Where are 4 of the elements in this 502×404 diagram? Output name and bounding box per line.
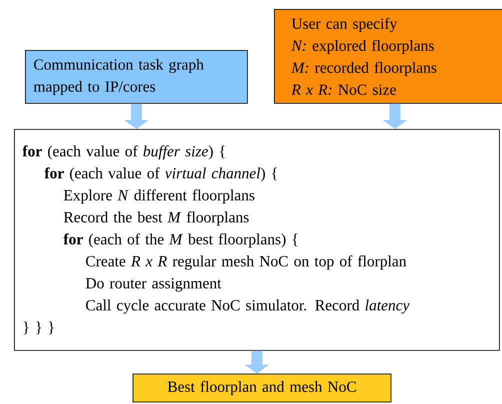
parameter-box: User can specify N: explored floorplans M: recorded floorplans R x R: NoC size xyxy=(274,9,502,104)
input-box: Communication task graph mapped to IP/cores xyxy=(25,50,248,104)
pseudocode-box: for (each value of buffer size) { for (each value of virtual channel) { Explore N different floorplans Record the best M floorplans for (each of the M best floorplans) { Create R x R regular mesh NoC on top of florplan Do router assignment Call cycle accurate NoC simulator. Record latency } } } xyxy=(14,129,500,351)
output-box: Best floorplan and mesh NoC xyxy=(132,374,392,402)
